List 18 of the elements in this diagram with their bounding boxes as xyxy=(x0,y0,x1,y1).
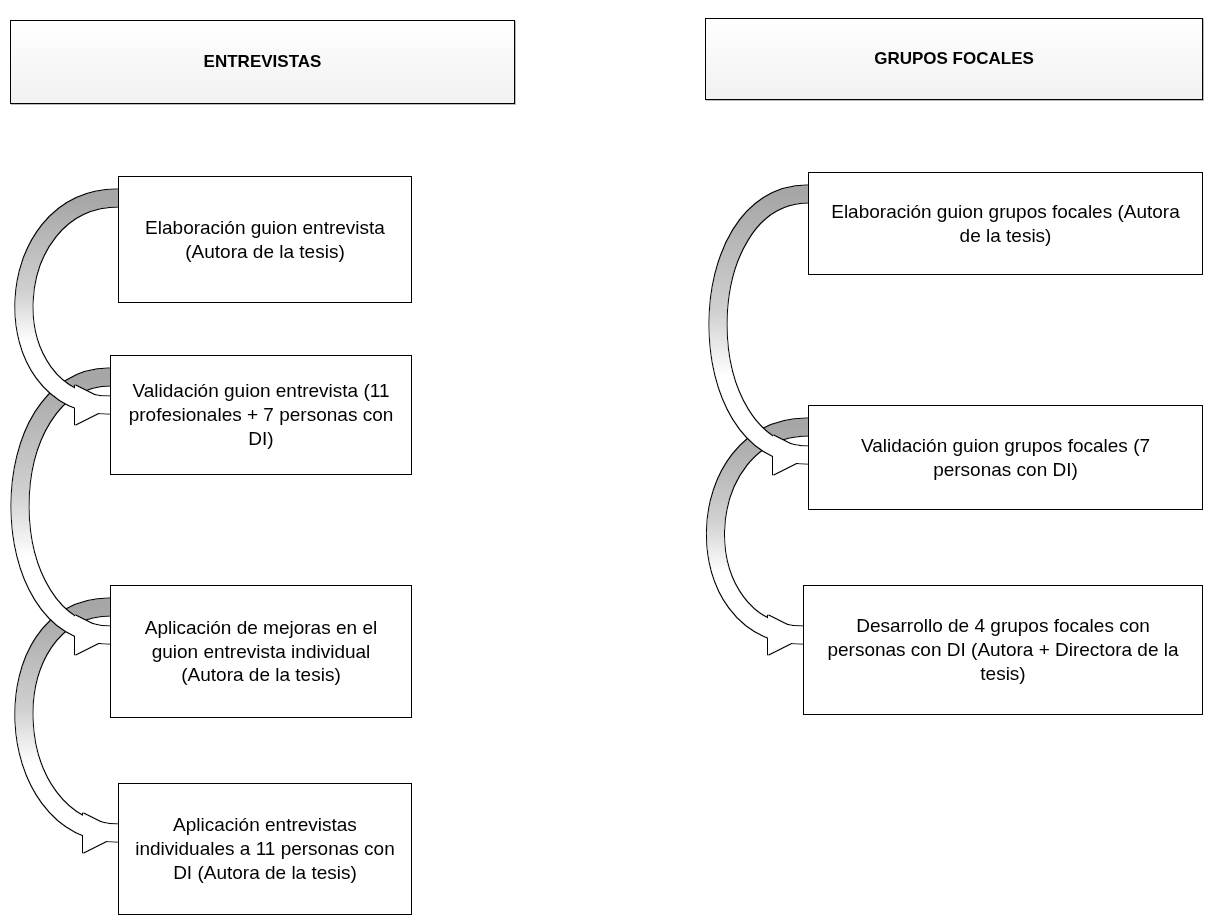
step-text: Aplicación de mejoras en el guion entrevista individual (Autora de la tesis) xyxy=(143,615,379,688)
header-box xyxy=(705,18,1203,100)
process-box xyxy=(118,176,412,303)
section-heading: ENTREVISTAS xyxy=(203,51,322,73)
process-box xyxy=(110,355,412,475)
step-text: Validación guion grupos focales (7 personas con DI) xyxy=(859,433,1152,482)
section-heading: GRUPOS FOCALES xyxy=(874,48,1034,70)
step-text: Desarrollo de 4 grupos focales con personas con DI (Autora + Directora de la tesis) xyxy=(826,614,1180,686)
process-box xyxy=(803,585,1203,715)
header-box xyxy=(10,20,515,104)
step-text: Validación guion entrevista (11 profesionales + 7 personas con DI) xyxy=(127,379,395,451)
step-text: Elaboración guion entrevista (Autora de la tesis) xyxy=(144,215,386,264)
process-box xyxy=(110,585,412,718)
process-box xyxy=(808,405,1203,510)
process-box xyxy=(808,172,1203,275)
step-text: Aplicación entrevistas individuales a 11 personas con DI (Autora de la tesis) xyxy=(134,813,396,885)
step-text: Elaboración guion grupos focales (Autora de la tesis) xyxy=(830,199,1181,248)
process-box xyxy=(118,783,412,915)
